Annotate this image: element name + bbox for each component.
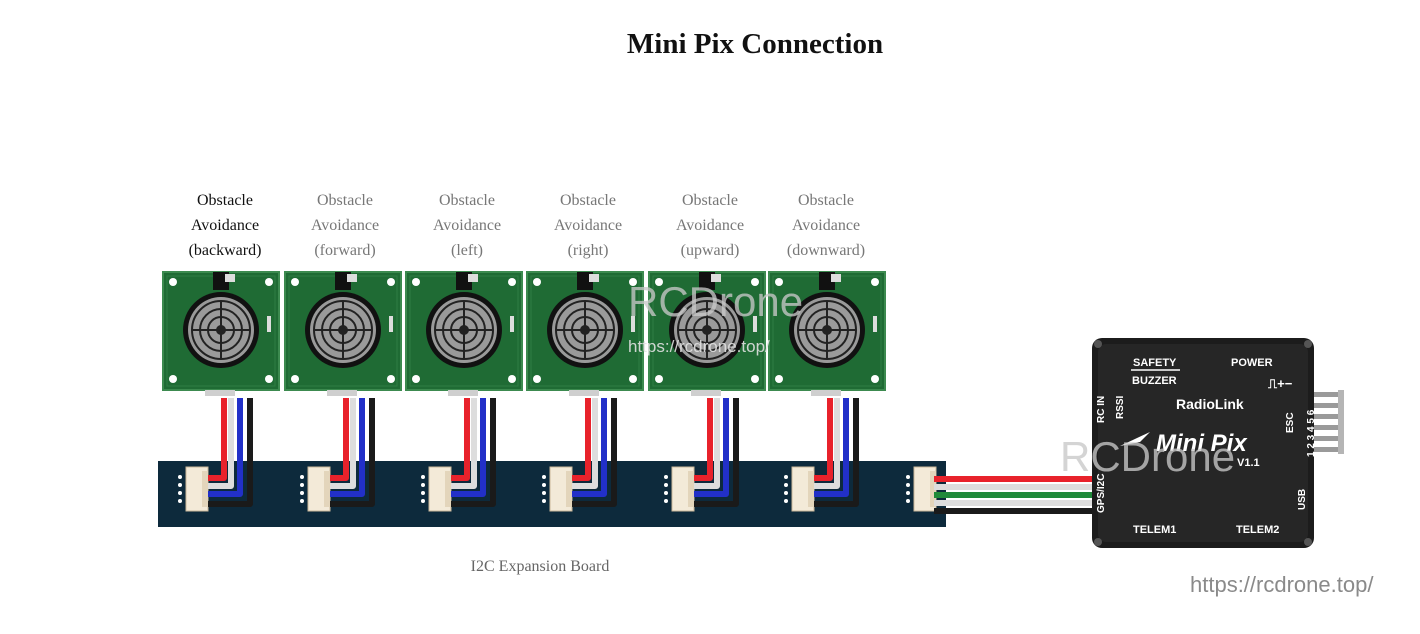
sensor-label-line: Avoidance [675,217,745,234]
sensor-label-line: Obstacle [560,192,616,209]
fc-esc-label: ESC [1285,412,1296,433]
sensor-label-line: (upward) [680,242,740,259]
sensor-module-left [405,271,523,397]
sensor-module-backward [162,271,280,397]
fc-rc-in-label: RC IN [1096,396,1107,423]
watermark-brand: RCDrone [1060,433,1236,480]
sensor-label-line: (forward) [314,242,376,259]
fc-telem2-label: TELEM2 [1236,524,1279,536]
sensor-label-line: Obstacle [197,192,253,209]
sensor-label-line: Obstacle [798,192,854,209]
sensor-module-right [526,271,644,397]
watermark-url: https://rcdrone.top/ [628,337,770,356]
sensor-label-line: Avoidance [190,217,260,234]
fc-signal-symbols: ⎍+− [1268,376,1293,391]
sensor-label-line: Avoidance [432,217,502,234]
sensor-label-left: Obstacle Avoidance (left) [407,188,527,263]
fc-buzzer-label: BUZZER [1132,375,1177,387]
sensor-label-line: Obstacle [439,192,495,209]
sensor-label-upward: Obstacle Avoidance (upward) [650,188,770,263]
sensor-module-forward [284,271,402,397]
sensor-label-line: (backward) [188,242,262,259]
fc-rssi-label: RSSI [1115,395,1126,419]
fc-model-label: Mini Pix [1156,430,1248,457]
sensor-label-line: Avoidance [791,217,861,234]
sensor-label-downward: Obstacle Avoidance (downward) [766,188,886,263]
sensor-label-line: Avoidance [310,217,380,234]
sensor-label-line: (right) [567,242,609,259]
watermark-brand: RCDrone [628,278,804,325]
sensor-label-right: Obstacle Avoidance (right) [528,188,648,263]
sensor-label-line: Avoidance [553,217,623,234]
sensor-cables [208,398,859,507]
sensor-label-forward: Obstacle Avoidance (forward) [285,188,405,263]
i2c-cable-to-flight-controller [934,476,1094,514]
fc-gps-i2c-label: GPS/I2C [1096,474,1107,513]
fc-brand-label: RadioLink [1176,396,1244,412]
flight-controller: SAFETY BUZZER POWER ⎍+− RadioLink Mini P… [1092,338,1344,548]
diagram-title: Mini Pix Connection [626,28,884,60]
sensor-label-line: Obstacle [682,192,738,209]
expansion-board-caption: I2C Expansion Board [470,558,610,575]
fc-esc-numbers: 1 2 3 4 5 6 [1306,409,1317,457]
fc-safety-label: SAFETY [1133,357,1177,369]
fc-telem1-label: TELEM1 [1133,524,1176,536]
watermark-url: https://rcdrone.top/ [1190,572,1374,597]
sensor-label-backward: Obstacle Avoidance (backward) [165,188,285,263]
fc-version-label: V1.1 [1237,457,1260,469]
fc-power-label: POWER [1231,357,1273,369]
fc-usb-label: USB [1297,489,1308,510]
sensor-label-line: (downward) [786,242,866,259]
sensor-label-line: (left) [451,242,483,259]
sensor-label-line: Obstacle [317,192,373,209]
